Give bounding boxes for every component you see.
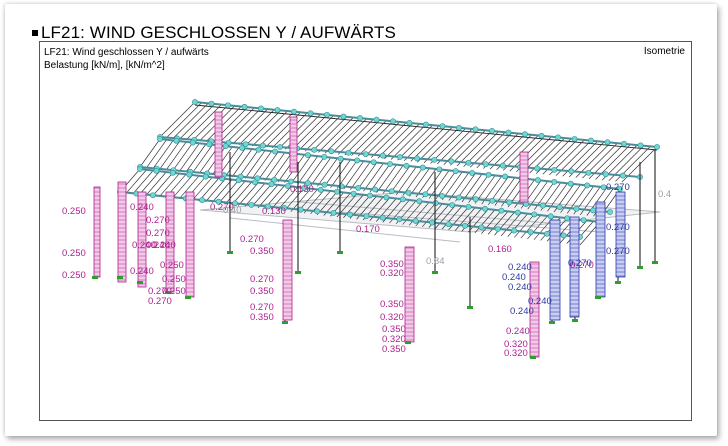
load-label: 0.270 [146,228,170,239]
load-label: 0.250 [62,270,86,281]
load-label: 0.250 [162,286,186,297]
load-label: 0.350 [250,286,274,297]
load-label: 0.270 [240,234,264,245]
load-label: 0.350 [382,324,406,335]
load-label: 0.320 [382,334,406,345]
load-label: 0.270 [606,246,630,257]
load-label: 0.270 [606,182,630,193]
load-label: 0.320 [380,312,404,323]
load-label: 0.270 [250,302,274,313]
load-label: 0.320 [380,268,404,279]
load-label: 0.350 [250,312,274,323]
structure-model-view: 0.2500.2500.2500.2400.2700.2700.2400.240… [62,99,671,359]
heading-bullet [32,30,38,36]
page-title: LF21: WIND GESCHLOSSEN Y / AUFWÄRTS [41,23,396,42]
load-label: 0.240 [506,326,530,337]
supports [92,251,658,359]
load-label: 0.240 [130,266,154,277]
load-label: 0.84 [426,256,445,267]
load-label: 0.320 [504,339,528,350]
load-label: 0.240 [130,202,154,213]
load-label: 0.270 [570,260,594,271]
load-label: 0.40 [223,205,242,216]
load-label: 0.350 [250,246,274,257]
load-label: 0.250 [160,260,184,271]
load-label: 0.240 [508,262,532,273]
load-label: 0.240 [508,282,532,293]
load-label: 0.270 [148,286,172,297]
load-label: 0.250 [62,206,86,217]
load-label: 0.320 [504,348,528,359]
heading-row: LF21: WIND GESCHLOSSEN Y / AUFWÄRTS [32,22,692,44]
load-label: 0.250 [162,274,186,285]
roof-girders [117,99,660,240]
load-labels: 0.2500.2500.2500.2400.2700.2700.2400.240… [62,182,671,359]
load-label: 0.130 [290,184,314,195]
load-label: 0.350 [382,344,406,355]
load-label: 0.240 [528,296,552,307]
model-panel: LF21: Wind geschlossen Y / aufwärts Bela… [39,41,692,421]
wind-load-patches [93,111,626,358]
load-label: 0.270 [250,274,274,285]
load-label: 0.240 [510,306,534,317]
load-label: 0.170 [356,224,380,235]
load-units-label: Belastung [kN/m], [kN/m^2] [44,60,165,71]
load-label: 0.240 [152,240,176,251]
load-label: 0.350 [380,259,404,270]
view-mode-label: Isometrie [643,46,685,57]
load-case-subtitle: LF21: Wind geschlossen Y / aufwärts [44,47,209,58]
load-label: 0.270 [606,222,630,233]
load-label: 0.4 [658,189,671,200]
load-label: 0.160 [488,244,512,255]
load-label: 0.350 [380,299,404,310]
load-label: 0.250 [62,248,86,259]
load-label: 0.270 [148,296,172,307]
load-label: 0.240 [146,240,170,251]
load-label: 0.270 [568,258,592,269]
load-label: 0.240 [502,272,526,283]
load-label: 0.270 [210,202,234,213]
load-label: 0.130 [262,206,286,217]
load-label: 0.270 [146,215,170,226]
load-label: 0.240 [132,240,156,251]
